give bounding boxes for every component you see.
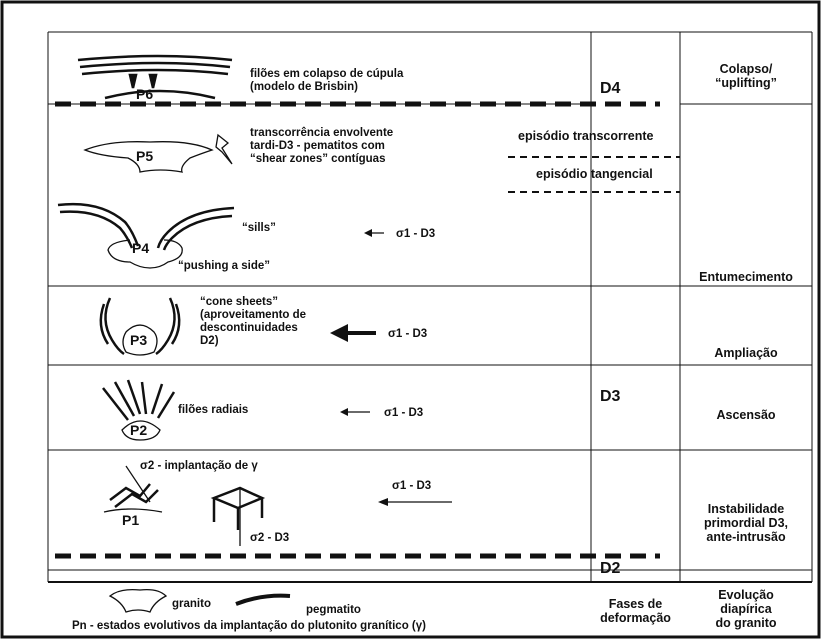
p5-label: P5 bbox=[136, 150, 153, 163]
p5-desc-2: tardi-D3 - pematitos com bbox=[250, 140, 385, 153]
p2-label: P2 bbox=[130, 424, 147, 437]
table-grid bbox=[48, 32, 812, 582]
evolution-colapso-2: “uplifting” bbox=[680, 76, 812, 90]
p6-desc-1: filões em colapso de cúpula bbox=[250, 68, 403, 81]
p3-desc-3: descontinuidades bbox=[200, 322, 298, 335]
episode-transcorrente: episódio transcorrente bbox=[518, 130, 653, 143]
p6-sketch bbox=[78, 56, 232, 98]
p1-label: P1 bbox=[122, 514, 139, 527]
p3-desc-2: (aproveitamento de bbox=[200, 309, 306, 322]
p1-sigma1-label: σ1 - D3 bbox=[392, 480, 431, 493]
episode-tangencial: episódio tangencial bbox=[536, 168, 653, 181]
phase-d2: D2 bbox=[600, 560, 620, 578]
p1-sigma-arrow bbox=[378, 498, 452, 506]
p2-desc: filões radiais bbox=[178, 404, 248, 417]
evolution-colapso-1: Colapso/ bbox=[680, 62, 812, 76]
phase-d3: D3 bbox=[600, 388, 620, 406]
footer-evol-3: do granito bbox=[680, 616, 812, 630]
legend-granito-label: granito bbox=[172, 598, 211, 611]
p5-desc-1: transcorrência envolvente bbox=[250, 127, 393, 140]
evolution-entumecimento: Entumecimento bbox=[680, 270, 812, 284]
p4-sigma-label: σ1 - D3 bbox=[396, 228, 435, 241]
p3-desc-1: “cone sheets” bbox=[200, 296, 278, 309]
legend-caption: Pn - estados evolutivos da implantação d… bbox=[72, 620, 426, 633]
p4-sills-label: “sills” bbox=[242, 222, 276, 235]
p2-sigma-label: σ1 - D3 bbox=[384, 407, 423, 420]
p1-sigma2-bottom: σ2 - D3 bbox=[250, 532, 289, 545]
p4-sigma-arrow bbox=[364, 229, 384, 237]
footer-evol-1: Evolução bbox=[680, 588, 812, 602]
p3-label: P3 bbox=[130, 334, 147, 347]
legend-pegmatito-symbol bbox=[236, 596, 290, 604]
evolution-instab-2: primordial D3, bbox=[680, 516, 812, 530]
footer-evol-2: diapírica bbox=[680, 602, 812, 616]
p1-sketch bbox=[104, 466, 262, 546]
p5-desc-3: “shear zones” contíguas bbox=[250, 153, 385, 166]
p1-sigma2-top: σ2 - implantação de γ bbox=[140, 460, 258, 473]
p2-sigma-arrow bbox=[340, 408, 370, 416]
p3-sigma-label: σ1 - D3 bbox=[388, 328, 427, 341]
p6-desc-2: (modelo de Brisbin) bbox=[250, 81, 358, 94]
p3-desc-4: D2) bbox=[200, 335, 219, 348]
evolution-ascensao: Ascensão bbox=[680, 408, 812, 422]
footer-fases-2: deformação bbox=[591, 611, 680, 625]
p3-sigma-arrow bbox=[330, 324, 376, 342]
evolution-ampliacao: Ampliação bbox=[680, 346, 812, 360]
phase-d4: D4 bbox=[600, 80, 620, 98]
p4-pushing-label: “pushing a side” bbox=[178, 260, 270, 273]
p6-label: P6 bbox=[136, 88, 153, 101]
evolution-instab-1: Instabilidade bbox=[680, 502, 812, 516]
evolution-instab-3: ante-intrusão bbox=[680, 530, 812, 544]
legend-pegmatito-label: pegmatito bbox=[306, 604, 361, 617]
p5-sketch bbox=[85, 135, 232, 172]
p4-sketch bbox=[58, 204, 234, 268]
legend-granito-symbol bbox=[110, 590, 166, 612]
footer-fases-1: Fases de bbox=[591, 597, 680, 611]
p4-label: P4 bbox=[132, 242, 149, 255]
